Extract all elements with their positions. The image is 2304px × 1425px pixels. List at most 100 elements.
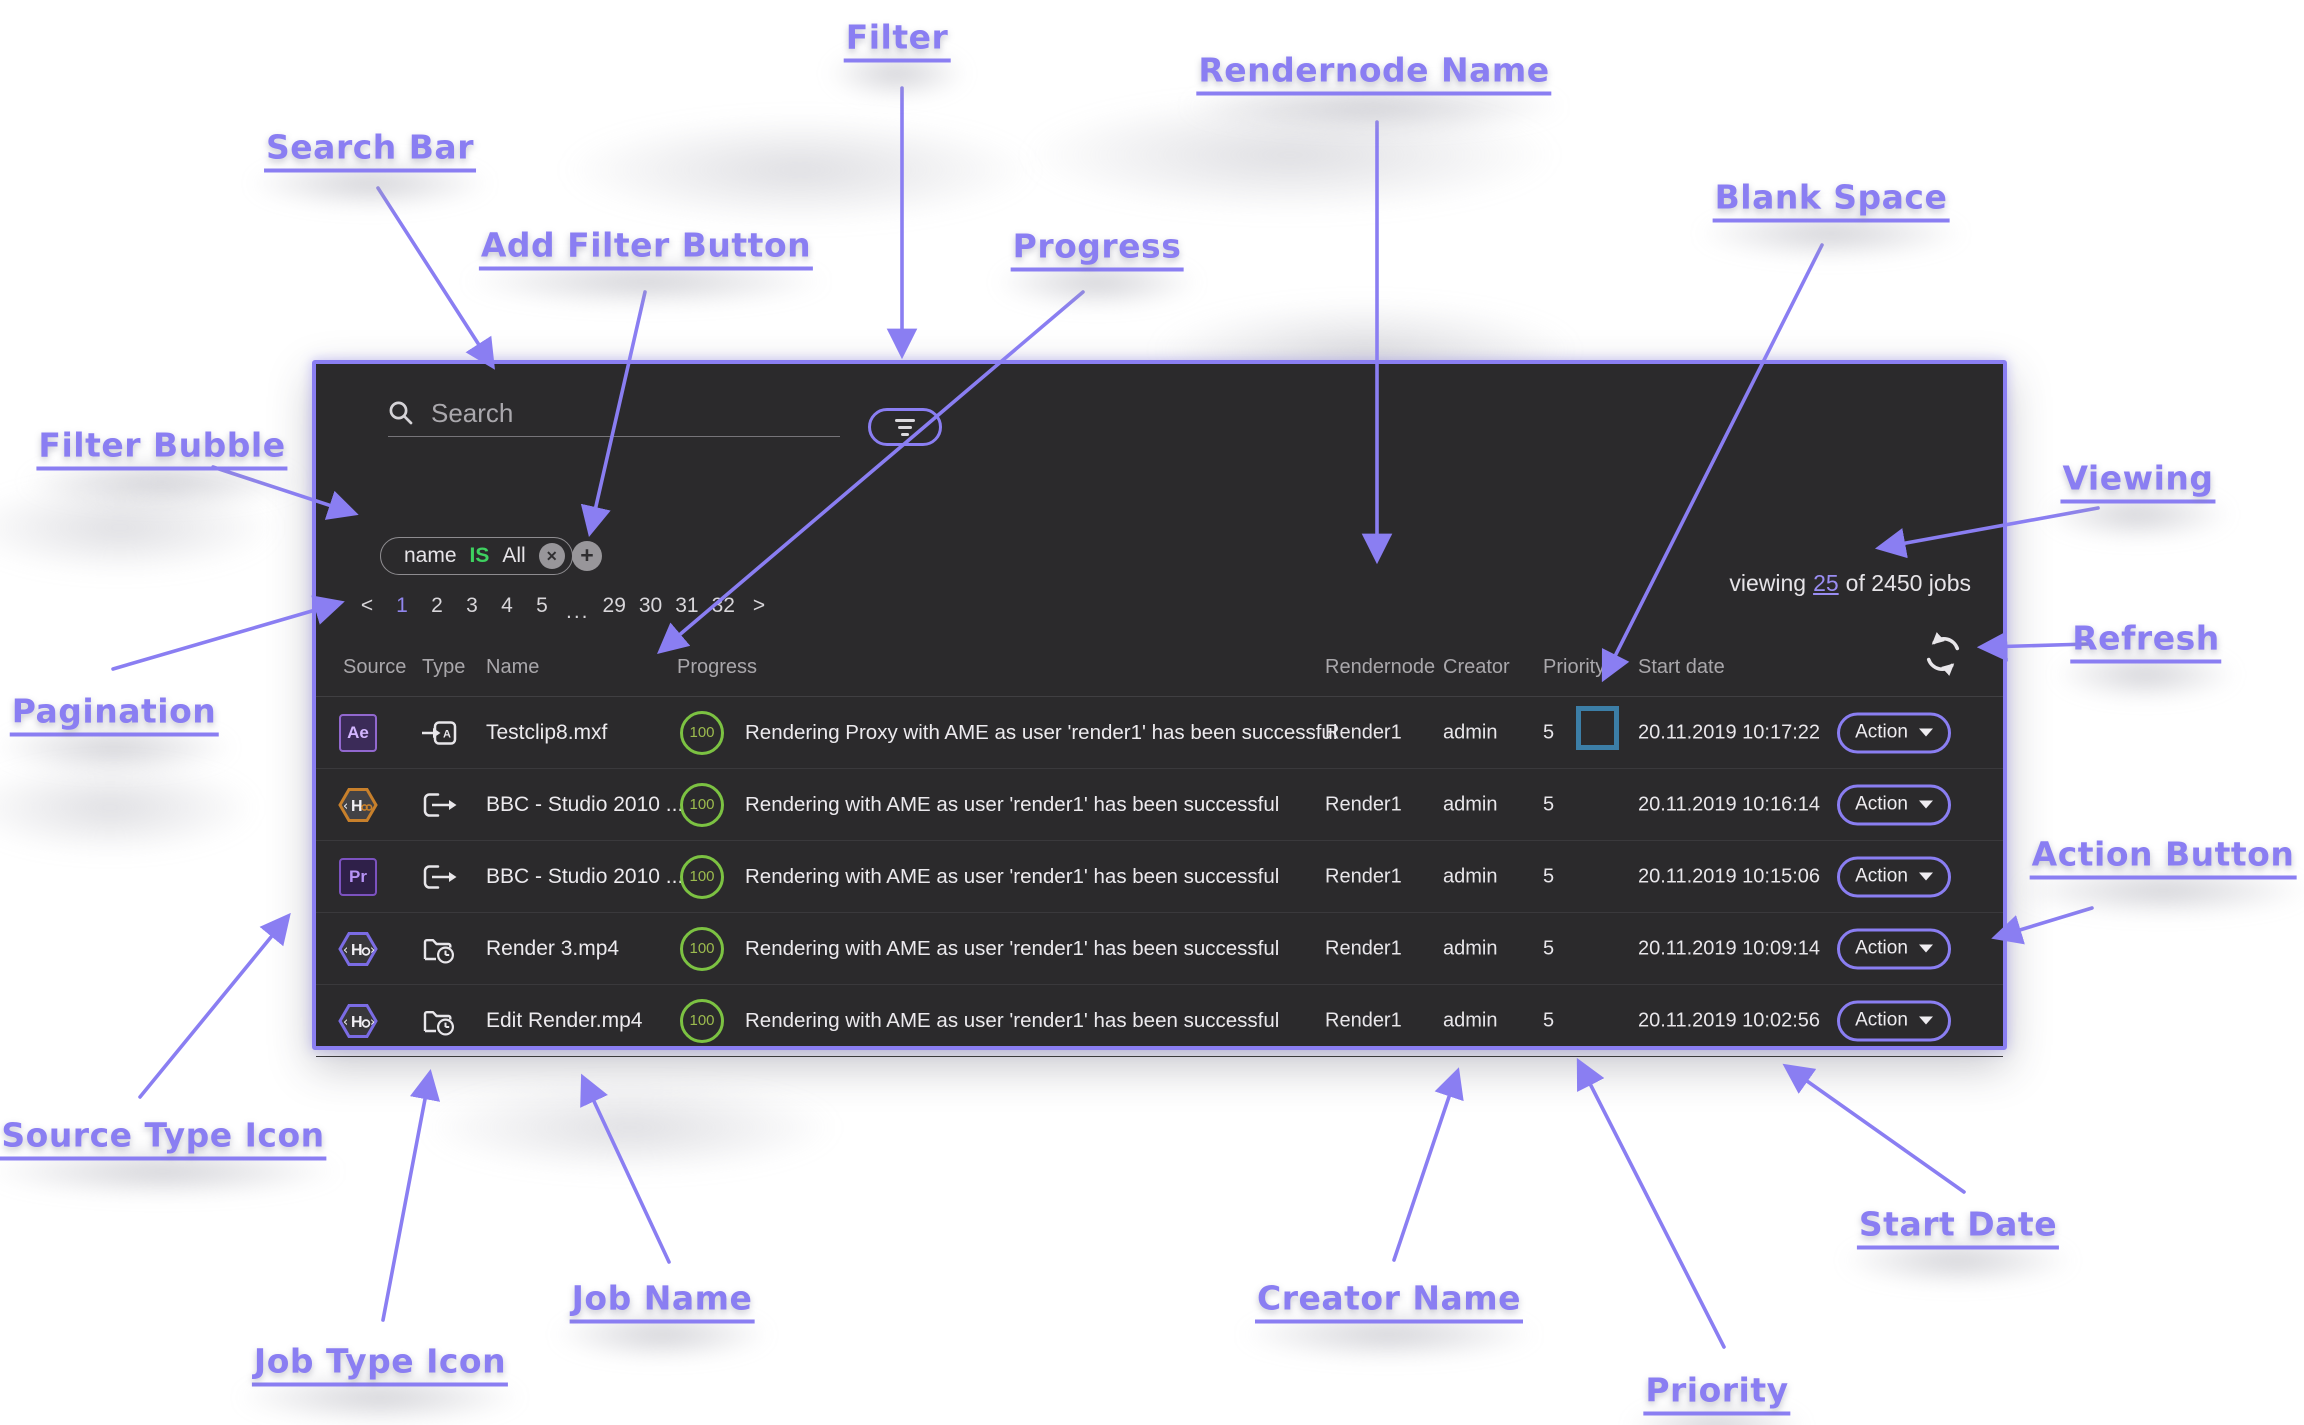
search-icon xyxy=(389,401,413,425)
start-date: 20.11.2019 10:17:22 xyxy=(1638,721,1821,743)
render-jobs-panel: name IS All ✕ + viewing 25 of 2450 jobs … xyxy=(312,360,2007,1057)
page-number[interactable]: 1 xyxy=(396,594,408,617)
search-bar[interactable] xyxy=(388,390,840,437)
source-type-icon-hexagon-orange: ‹ H xyxy=(338,787,378,822)
filter-button[interactable] xyxy=(868,408,942,446)
creator-name: admin xyxy=(1443,1009,1498,1031)
page-number[interactable]: 30 xyxy=(638,594,663,617)
priority-value: 5 xyxy=(1543,721,1555,743)
action-button[interactable]: Action xyxy=(1837,712,1951,753)
progress-message: Rendering with AME as user 'render1' has… xyxy=(745,792,1280,816)
priority-value: 5 xyxy=(1543,1009,1555,1031)
page-number[interactable]: 4 xyxy=(501,594,513,617)
column-header-name: Name xyxy=(486,656,540,678)
job-type-watchfolder-icon xyxy=(423,1010,455,1036)
annotation-job-type-icon: Job Type Icon xyxy=(251,1342,509,1387)
progress-message: Rendering with AME as user 'render1' has… xyxy=(745,1008,1280,1032)
arrow-pagination xyxy=(111,595,345,671)
shadow-smudge xyxy=(560,115,1040,225)
progress-ring: 100 xyxy=(680,710,724,755)
table-row: ‹ H BBC - Studio 2010 ... 100 Rendering … xyxy=(316,769,2003,841)
arrow-creator-name xyxy=(1392,1067,1464,1262)
action-button[interactable]: Action xyxy=(1837,784,1951,825)
progress-message: Rendering with AME as user 'render1' has… xyxy=(745,936,1280,960)
caret-down-icon xyxy=(1918,800,1933,809)
shadow-smudge xyxy=(420,1080,840,1175)
column-header-priority: Priority xyxy=(1543,656,1606,678)
filter-field: name xyxy=(404,544,457,567)
priority-value: 5 xyxy=(1543,793,1555,815)
caret-down-icon xyxy=(1918,728,1933,737)
refresh-button[interactable] xyxy=(1918,630,1968,680)
arrow-start-date xyxy=(1782,1063,1966,1194)
job-name: Edit Render.mp4 xyxy=(486,1008,643,1032)
job-type-watchfolder-icon xyxy=(423,938,455,964)
filter-bubble[interactable]: name IS All ✕ xyxy=(380,537,573,575)
source-type-icon-hexagon-purple: ‹ H › xyxy=(338,1003,378,1038)
table-row: ‹ H › Render 3.mp4 100 Rendering with AM… xyxy=(316,913,2003,985)
job-table: Ae A Testclip8.mxf 100 Rendering Proxy w… xyxy=(316,697,2003,1057)
pagination-ellipsis: ... xyxy=(566,600,590,623)
remove-filter-icon[interactable]: ✕ xyxy=(538,543,565,569)
viewing-count-link[interactable]: 25 xyxy=(1813,570,1839,596)
column-header-source: Source xyxy=(343,656,407,678)
annotation-blank-space: Blank Space xyxy=(1712,178,1950,223)
page-number[interactable]: 31 xyxy=(675,594,699,617)
svg-text:‹: ‹ xyxy=(343,943,348,958)
progress-ring: 100 xyxy=(680,926,724,971)
add-filter-button[interactable]: + xyxy=(572,541,602,571)
creator-name: admin xyxy=(1443,865,1498,887)
start-date: 20.11.2019 10:09:14 xyxy=(1638,937,1821,959)
page-number[interactable]: 32 xyxy=(711,594,735,617)
svg-text:H: H xyxy=(351,798,363,815)
prev-page-icon[interactable]: < xyxy=(360,594,374,617)
job-type-export-icon xyxy=(423,864,457,889)
creator-name: admin xyxy=(1443,937,1498,959)
annotation-viewing: Viewing xyxy=(2060,459,2216,504)
annotation-source-type-icon: Source Type Icon xyxy=(0,1116,327,1161)
refresh-icon xyxy=(1926,631,1960,676)
svg-text:›: › xyxy=(370,943,375,958)
action-button[interactable]: Action xyxy=(1837,928,1951,969)
job-type-export-icon xyxy=(423,792,457,817)
svg-text:A: A xyxy=(443,728,451,740)
header-divider xyxy=(316,696,2003,697)
filter-icon xyxy=(895,418,915,422)
progress-message: Rendering Proxy with AME as user 'render… xyxy=(745,720,1338,744)
shadow-smudge xyxy=(0,760,260,855)
action-button[interactable]: Action xyxy=(1837,1000,1951,1041)
annotation-filter-bubble: Filter Bubble xyxy=(36,426,288,471)
page-number[interactable]: 3 xyxy=(466,594,478,617)
creator-name: admin xyxy=(1443,793,1498,815)
page-number[interactable]: 29 xyxy=(602,594,626,617)
page-number[interactable]: 2 xyxy=(431,594,443,617)
search-input[interactable] xyxy=(429,396,840,430)
next-page-icon[interactable]: > xyxy=(752,594,766,617)
priority-value: 5 xyxy=(1543,937,1555,959)
annotation-pagination: Pagination xyxy=(9,692,219,737)
arrow-job-type-icon xyxy=(381,1068,441,1322)
job-name: Render 3.mp4 xyxy=(486,936,620,960)
viewing-status: viewing 25 of 2450 jobs xyxy=(1729,570,1971,597)
caret-down-icon xyxy=(1918,872,1933,881)
caret-down-icon xyxy=(1918,944,1933,953)
source-type-icon-premiere: Pr xyxy=(339,857,377,896)
pagination: < 1 2 3 4 5 ... 29 30 31 32 > xyxy=(356,588,770,624)
filter-value: All xyxy=(502,544,526,567)
svg-text:‹: ‹ xyxy=(343,799,348,814)
annotation-refresh: Refresh xyxy=(2070,619,2222,664)
job-name: Testclip8.mxf xyxy=(486,720,608,744)
viewing-prefix: viewing xyxy=(1729,570,1807,596)
rendernode-name: Render1 xyxy=(1325,721,1402,743)
priority-value: 5 xyxy=(1543,865,1555,887)
column-header-rendernode: Rendernode xyxy=(1325,656,1436,678)
svg-text:H: H xyxy=(351,1014,363,1031)
action-button[interactable]: Action xyxy=(1837,856,1951,897)
creator-name: admin xyxy=(1443,721,1498,743)
annotation-rendernode-name: Rendernode Name xyxy=(1196,51,1552,96)
table-row: Pr BBC - Studio 2010 ... 100 Rendering w… xyxy=(316,841,2003,913)
source-type-icon-hexagon-purple: ‹ H › xyxy=(338,931,378,966)
annotation-action-button: Action Button xyxy=(2029,835,2297,880)
page-number[interactable]: 5 xyxy=(536,594,548,617)
column-header-creator: Creator xyxy=(1443,656,1510,678)
